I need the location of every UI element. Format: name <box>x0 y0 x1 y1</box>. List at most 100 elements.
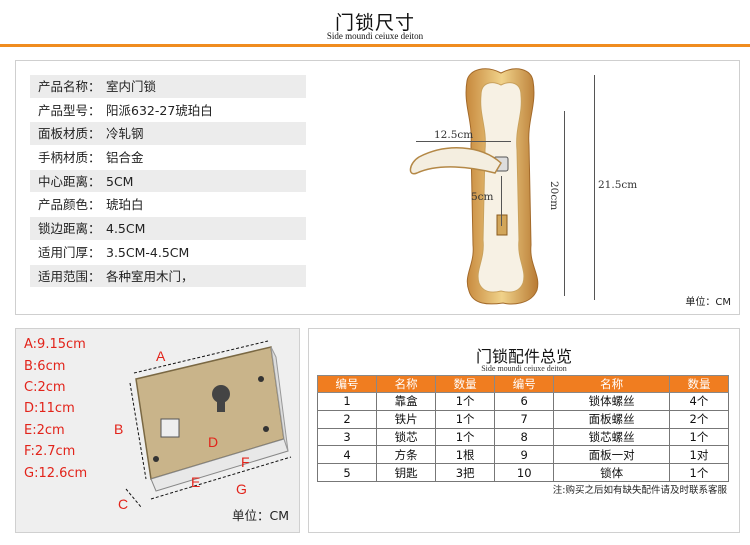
legend-f: F:2.7cm <box>24 444 76 459</box>
table-cell: 8 <box>494 427 555 447</box>
lock-unit-label: 单位：CM <box>231 508 289 523</box>
spec-value: 5CM <box>106 173 134 189</box>
table-cell: 方条 <box>376 445 437 465</box>
table-cell: 面板螺丝 <box>553 409 670 429</box>
spec-row: 适用门厚： 3.5CM-4.5CM <box>30 241 306 265</box>
table-cell: 靠盒 <box>376 392 437 411</box>
center-line <box>501 176 502 226</box>
parts-title: 门锁配件总览 <box>475 347 572 366</box>
table-cell: 9 <box>494 445 555 465</box>
parts-panel: 门锁配件总览 Side moundi ceiuxe deiton 编号 名称 数… <box>308 328 740 533</box>
dim-letter-d: D <box>208 434 218 450</box>
spec-row: 产品颜色： 琥珀白 <box>30 193 306 218</box>
parts-note: 注:购买之后如有缺失配件请及时联系客服 <box>552 485 727 496</box>
spec-panel: 产品名称： 室内门锁 产品型号：阳派632-27琥珀白 面板材质： 冷轧钢 手柄材质… <box>15 60 740 315</box>
col-header: 数量 <box>435 375 496 393</box>
spec-row: 产品型号：阳派632-27琥珀白 <box>30 99 306 123</box>
table-cell: 1个 <box>668 427 730 447</box>
table-cell: 7 <box>494 409 555 429</box>
header-divider <box>0 44 750 47</box>
table-cell: 10 <box>494 463 555 482</box>
table-cell: 6 <box>494 392 555 411</box>
spec-key: 中心距离： <box>38 173 101 189</box>
table-cell: 1个 <box>668 463 730 482</box>
table-cell: 2个 <box>668 409 730 429</box>
spec-value: 室内门锁 <box>106 79 157 94</box>
col-header: 名称 <box>553 375 670 393</box>
col-header: 编号 <box>316 375 378 393</box>
dim-letter-c: C <box>118 496 128 512</box>
spec-key: 产品名称： <box>38 79 101 94</box>
legend-b: B:6cm <box>24 359 66 374</box>
table-cell: 1对 <box>668 445 730 465</box>
spec-list: 产品名称： 室内门锁 产品型号：阳派632-27琥珀白 面板材质： 冷轧钢 手柄材质… <box>30 75 306 289</box>
spec-value: 铝合金 <box>106 150 144 166</box>
handle-length-label: 12.5cm <box>434 129 474 141</box>
col-header: 数量 <box>668 375 730 393</box>
plate-height-line <box>564 111 565 296</box>
dim-letter-b: B <box>114 421 123 437</box>
table-cell: 锁体螺丝 <box>553 392 670 411</box>
table-cell: 2 <box>316 409 378 429</box>
spec-value: 4.5CM <box>106 221 146 237</box>
spec-row: 适用范围： 各种室用木门， <box>30 264 306 289</box>
dim-letter-e: E <box>191 474 200 490</box>
col-header: 编号 <box>494 375 555 393</box>
table-cell: 1根 <box>435 445 496 465</box>
unit-label: 单位：CM <box>685 297 731 308</box>
spec-key: 适用范围： <box>38 268 101 284</box>
table-cell: 4 <box>316 445 378 465</box>
lock-body-panel: A:9.15cm B:6cm C:2cm D:11cm E:2cm F:2.7c… <box>15 328 300 533</box>
table-cell: 5 <box>316 463 378 482</box>
table-cell: 钥匙 <box>376 463 437 482</box>
spec-row: 锁边距离：4.5CM <box>30 217 306 241</box>
spec-key: 适用门厚： <box>38 244 101 260</box>
spec-key: 产品型号： <box>38 102 101 118</box>
page-title: 门锁尺寸 <box>334 12 415 34</box>
table-cell: 3 <box>316 427 378 447</box>
table-cell: 锁芯螺丝 <box>553 427 670 447</box>
legend-a: A:9.15cm <box>24 337 86 352</box>
table-cell: 1 <box>316 392 378 411</box>
legend-d: D:11cm <box>24 401 75 416</box>
col-header: 名称 <box>376 375 437 393</box>
handle-length-line <box>416 141 511 142</box>
legend-g: G:12.6cm <box>24 466 88 481</box>
legend-e: E:2cm <box>24 423 65 438</box>
lock-body-image: A B C D E F G <box>114 340 292 512</box>
spec-key: 面板材质： <box>38 126 101 142</box>
overall-height-line <box>594 75 595 300</box>
parts-subtitle: Side moundi ceiuxe deiton <box>481 364 567 373</box>
table-cell: 1个 <box>435 409 496 429</box>
spec-key: 手柄材质： <box>38 150 101 166</box>
table-cell: 3把 <box>435 463 496 482</box>
spec-value: 琥珀白 <box>106 197 144 213</box>
dim-letter-a: A <box>156 348 166 364</box>
table-header-row: 编号 名称 数量 编号 名称 数量 <box>316 375 730 393</box>
spec-key: 产品颜色： <box>38 197 101 213</box>
center-label: 5cm <box>471 191 494 203</box>
table-cell: 4个 <box>668 392 730 411</box>
page-subtitle: Side moundi ceiuxe deiton <box>326 31 424 41</box>
spec-value: 各种室用木门， <box>106 268 194 284</box>
table-cell: 1个 <box>435 392 496 411</box>
table-cell: 铁片 <box>376 409 437 429</box>
dim-letter-g: G <box>236 481 247 497</box>
plate-height-label: 20cm <box>548 181 560 211</box>
spec-value: 3.5CM-4.5CM <box>106 244 190 260</box>
spec-row: 面板材质： 冷轧钢 <box>30 122 306 147</box>
table-cell: 面板一对 <box>553 445 670 465</box>
page-header: 门锁尺寸 Side moundi ceiuxe deiton <box>0 0 750 50</box>
table-cell: 1个 <box>435 427 496 447</box>
overall-height-label: 21.5cm <box>598 179 638 191</box>
spec-row: 产品名称： 室内门锁 <box>30 75 306 99</box>
dim-letter-f: F <box>241 454 250 470</box>
spec-value: 冷轧钢 <box>106 126 144 142</box>
legend-c: C:2cm <box>24 380 66 395</box>
